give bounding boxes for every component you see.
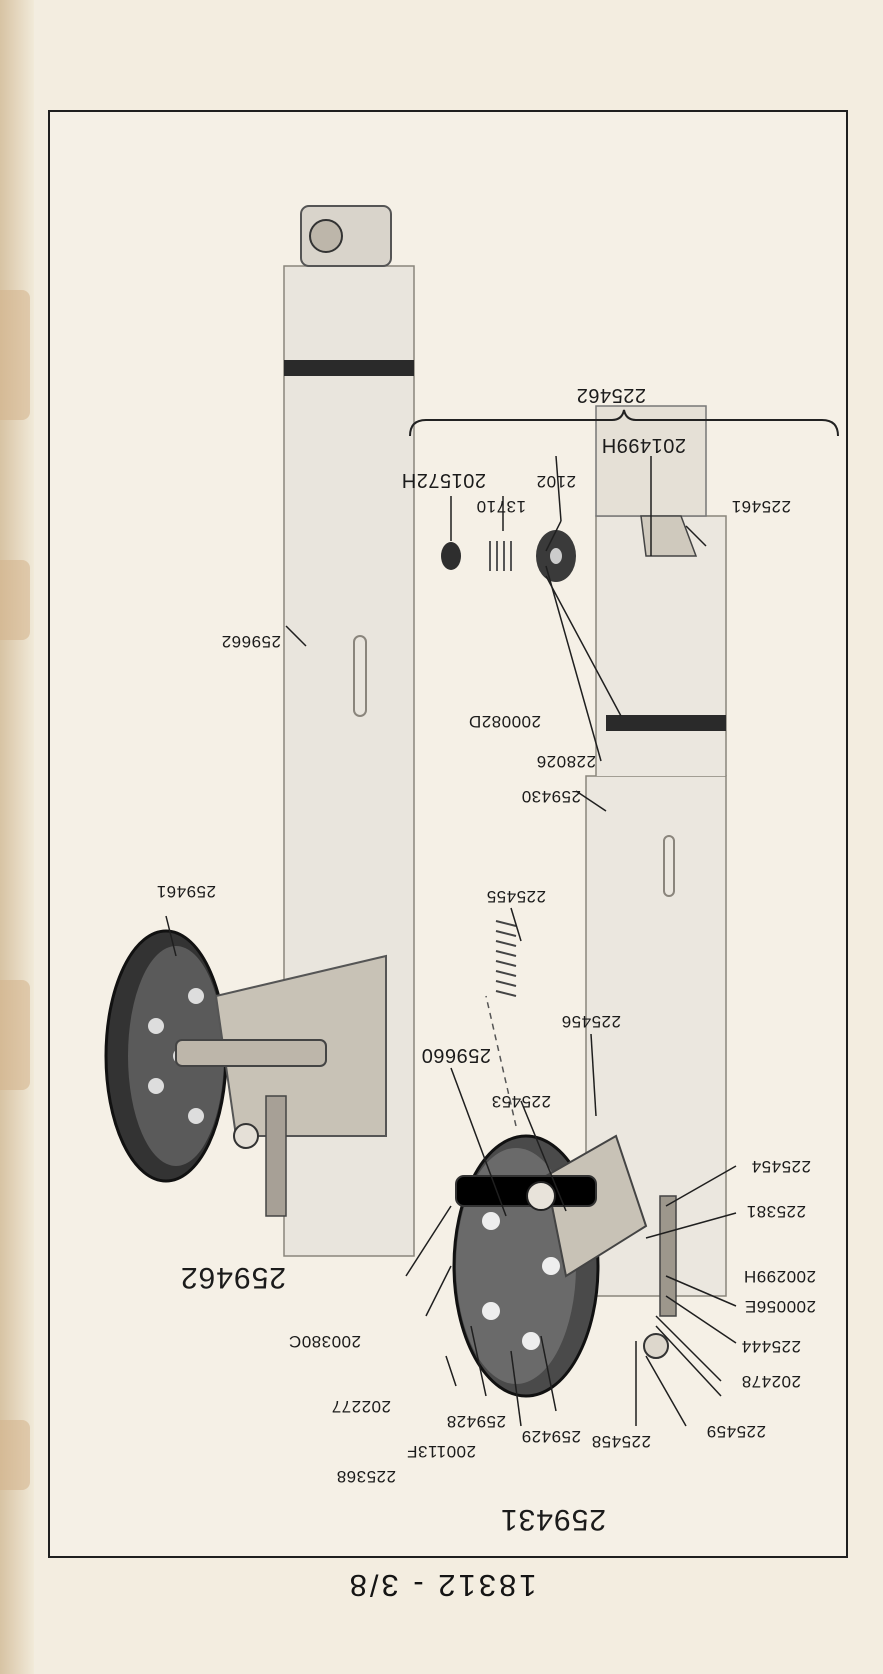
presser-bar-short-icon	[441, 405, 727, 1398]
part-label-259660: 259660	[421, 1044, 491, 1066]
part-label-202478: 202478	[741, 1372, 801, 1391]
paper-stain	[0, 560, 30, 640]
part-label-201572H: 201572H	[401, 469, 486, 491]
part-label-13710: 13710	[476, 497, 526, 516]
part-label-259458: 225458	[591, 1432, 651, 1451]
part-label-225454: 225454	[751, 1157, 811, 1176]
parts-drawing	[104, 205, 839, 1427]
part-label-228026: 228026	[536, 752, 596, 771]
part-label-225461: 225461	[731, 497, 791, 516]
part-label-201499H: 201499H	[601, 434, 686, 456]
part-label-225459: 225459	[706, 1422, 766, 1441]
paper-stain	[0, 290, 30, 420]
part-label-202277: 202277	[331, 1397, 391, 1416]
part-label-2102: 2102	[536, 472, 576, 491]
part-label-200056E: 200056E	[744, 1297, 816, 1316]
part-label-259430: 259430	[521, 787, 581, 806]
assembly-label-259462: 259462	[179, 1261, 286, 1294]
part-label-225444: 225444	[741, 1337, 801, 1356]
paper-stain	[0, 1420, 30, 1490]
paper-stain	[0, 980, 30, 1090]
part-label-259662: 259662	[221, 632, 281, 651]
part-label-259428: 259428	[446, 1412, 506, 1431]
part-label-225456: 225456	[561, 1012, 621, 1031]
part-label-200380C: 200380C	[288, 1332, 361, 1351]
presser-bar-long-icon	[104, 205, 415, 1257]
paper-edge	[0, 0, 34, 1674]
assembly-label-259431: 259431	[499, 1503, 606, 1536]
part-label-259429: 259429	[521, 1427, 581, 1446]
part-label-200113F: 200113F	[406, 1442, 476, 1461]
part-label-225453: 225453	[491, 1092, 551, 1111]
part-label-200082D: 200082D	[468, 712, 541, 731]
parts-plate: 259431 225458 225459 259429 259428 20011…	[48, 110, 848, 1558]
part-label-225381: 225381	[746, 1202, 806, 1221]
part-label-225455: 225455	[486, 887, 546, 906]
plate-number: 18312 - 3/8	[346, 1568, 537, 1603]
bracket-label-225462: 225462	[576, 384, 646, 406]
part-label-259461: 259461	[156, 882, 216, 901]
part-label-225368: 225368	[336, 1467, 396, 1486]
part-label-200299H: 200299H	[743, 1267, 816, 1286]
plate-rotated-content: 259431 225458 225459 259429 259428 20011…	[50, 112, 846, 1556]
